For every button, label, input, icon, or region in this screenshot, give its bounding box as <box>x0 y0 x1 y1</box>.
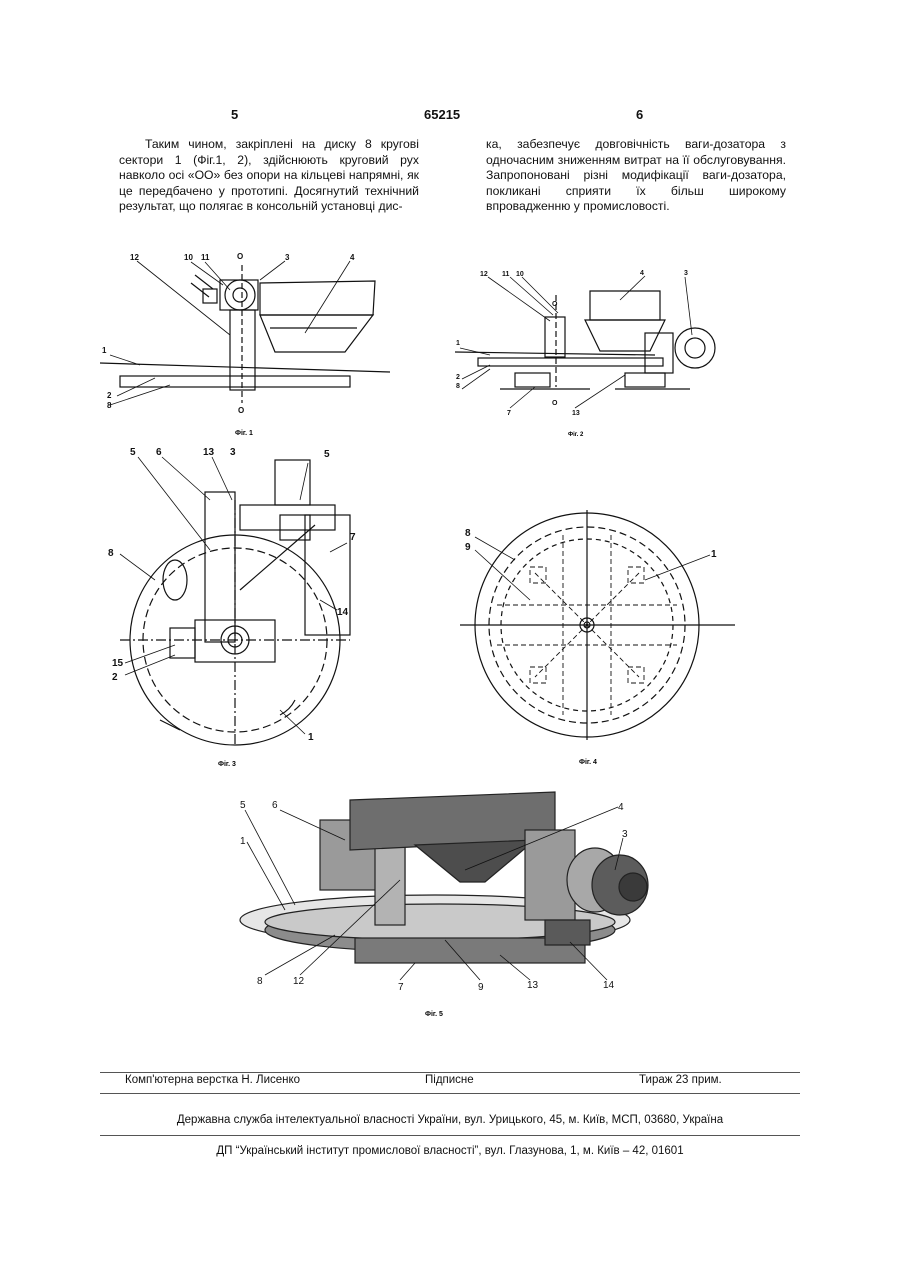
fig3-label-8: 8 <box>108 548 114 559</box>
figure-2: 12 11 10 O 4 3 1 2 8 7 O 13 Фіг. 2 <box>450 265 750 445</box>
page-number-left: 5 <box>231 107 238 122</box>
fig1-label-o-bottom: O <box>238 406 244 415</box>
fig2-caption: Фіг. 2 <box>568 432 584 438</box>
fig5-label-5: 5 <box>240 800 246 811</box>
fig4-label-9: 9 <box>465 542 471 553</box>
fig1-label-3: 3 <box>285 253 290 262</box>
footer-rule-bottom <box>100 1135 800 1136</box>
fig2-label-1: 1 <box>456 340 460 347</box>
fig1-label-10: 10 <box>184 253 193 262</box>
right-column-text: ка, забезпечує довговічність ваги-дозато… <box>486 137 786 215</box>
right-column: ка, забезпечує довговічність ваги-дозато… <box>486 137 786 215</box>
fig3-label-14: 14 <box>337 607 349 618</box>
fig2-label-12: 12 <box>480 271 488 278</box>
fig3-label-6: 6 <box>156 447 162 458</box>
figure-5: 5 6 4 3 1 8 12 7 9 13 14 Фіг. 5 <box>225 770 680 1025</box>
fig1-label-2: 2 <box>107 391 112 400</box>
footer-signed: Підписне <box>425 1074 474 1086</box>
figure-1: 12 10 11 O 3 4 1 2 8 O Фіг. 1 <box>95 245 395 445</box>
fig5-label-1: 1 <box>240 836 246 847</box>
fig5-label-14: 14 <box>603 980 615 991</box>
fig3-label-13: 13 <box>203 447 215 458</box>
figure-4: 8 9 1 Фіг. 4 <box>455 505 745 770</box>
fig3-label-3: 3 <box>230 447 236 458</box>
footer-agency: Державна служба інтелектуальної власност… <box>100 1114 800 1126</box>
fig4-label-1: 1 <box>711 549 717 560</box>
fig2-label-8: 8 <box>456 383 460 390</box>
footer-rule-top <box>100 1072 800 1073</box>
fig3-label-2: 2 <box>112 672 118 683</box>
left-column: Таким чином, закріплені на диску 8 круго… <box>119 137 419 215</box>
page-number-right: 6 <box>636 107 643 122</box>
fig5-label-6: 6 <box>272 800 278 811</box>
fig5-label-13: 13 <box>527 980 539 991</box>
fig3-label-5-right: 5 <box>324 449 330 460</box>
fig5-caption: Фіг. 5 <box>425 1010 443 1018</box>
fig1-label-12: 12 <box>130 253 139 262</box>
fig5-label-9: 9 <box>478 982 484 993</box>
footer-institute: ДП “Український інститут промислової вла… <box>100 1145 800 1157</box>
fig1-label-o-top: O <box>237 252 243 261</box>
fig2-label-o-top: O <box>552 301 558 308</box>
fig2-label-10: 10 <box>516 271 524 278</box>
fig2-label-11: 11 <box>502 271 510 278</box>
fig5-label-12: 12 <box>293 976 305 987</box>
footer-circulation: Тираж 23 прим. <box>639 1074 722 1086</box>
fig3-label-5-left: 5 <box>130 447 136 458</box>
fig2-label-7: 7 <box>507 410 511 417</box>
fig2-label-4: 4 <box>640 270 644 277</box>
fig2-label-3: 3 <box>684 270 688 277</box>
fig4-caption: Фіг. 4 <box>579 758 597 766</box>
footer-rule-middle <box>100 1093 800 1094</box>
fig3-label-7: 7 <box>350 532 356 543</box>
footer-layout-credit: Комп'ютерна верстка Н. Лисенко <box>125 1074 300 1086</box>
document-number: 65215 <box>424 107 460 122</box>
fig3-label-1: 1 <box>308 732 314 743</box>
fig1-caption: Фіг. 1 <box>235 429 253 437</box>
fig1-label-4: 4 <box>350 253 355 262</box>
fig5-label-7: 7 <box>398 982 404 993</box>
left-column-text: Таким чином, закріплені на диску 8 круго… <box>119 137 419 215</box>
fig2-label-2: 2 <box>456 374 460 381</box>
fig1-label-11: 11 <box>201 253 210 262</box>
figure-3: 5 6 13 3 5 7 8 14 15 2 1 Фіг. 3 <box>100 440 360 770</box>
fig3-caption: Фіг. 3 <box>218 760 236 768</box>
fig5-label-8: 8 <box>257 976 263 987</box>
fig3-label-15: 15 <box>112 658 124 669</box>
fig5-label-4: 4 <box>618 802 624 813</box>
fig1-label-1: 1 <box>102 346 107 355</box>
fig2-label-o-bottom: O <box>552 400 558 407</box>
fig5-label-3: 3 <box>622 829 628 840</box>
fig4-label-8: 8 <box>465 528 471 539</box>
fig1-label-8: 8 <box>107 401 112 410</box>
fig2-label-13: 13 <box>572 410 580 417</box>
